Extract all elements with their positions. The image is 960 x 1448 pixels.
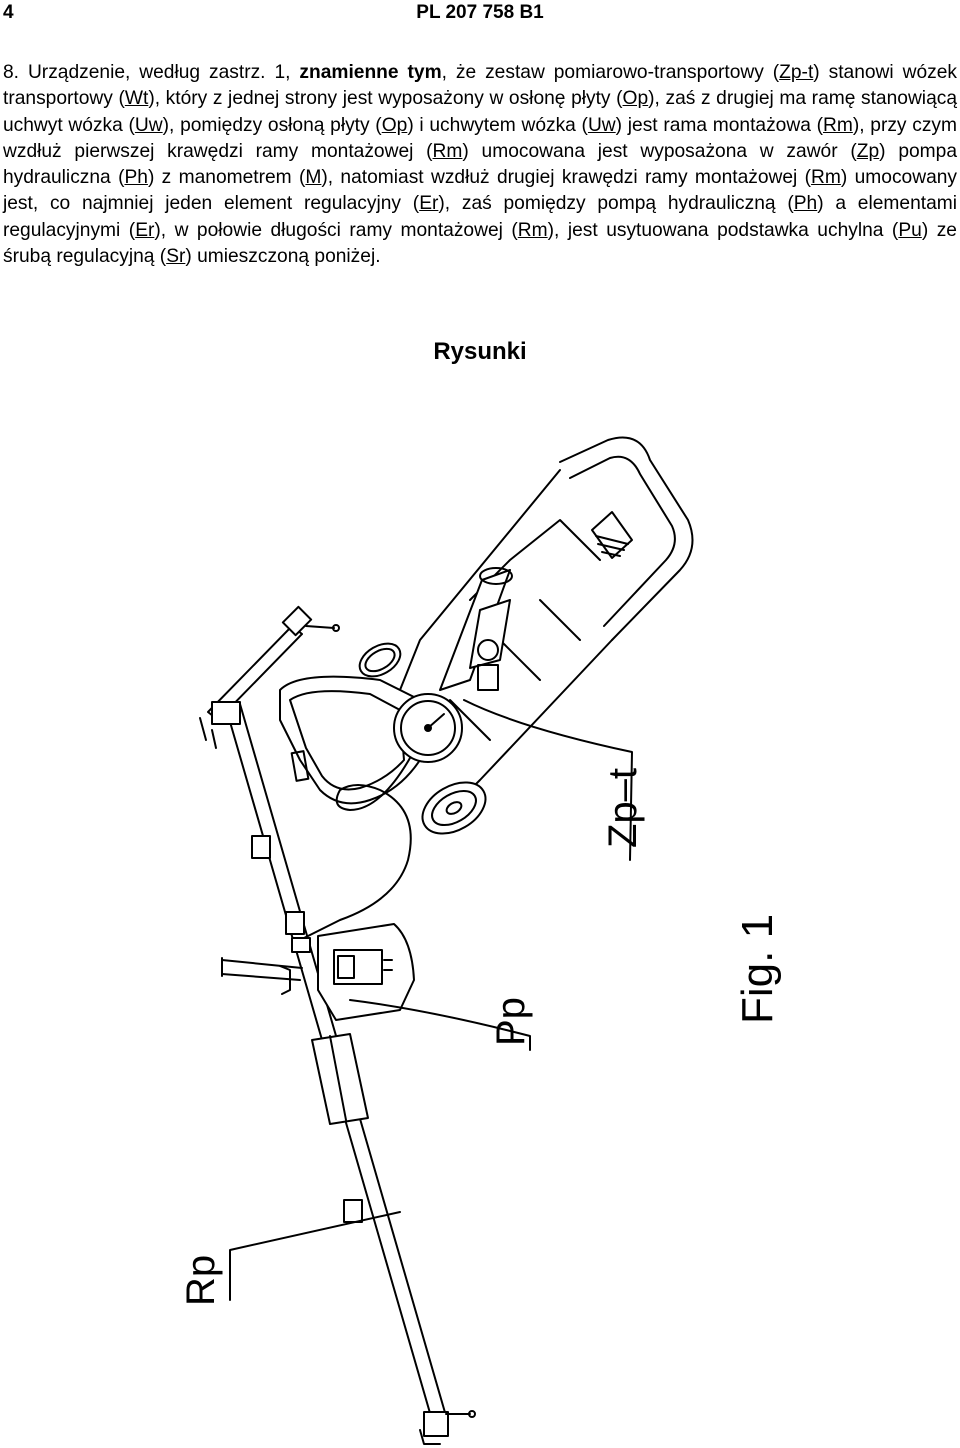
wheel-top <box>358 642 402 678</box>
claim-text: ), zaś pomiędzy pompą hydrauliczną ( <box>438 193 794 215</box>
manometer <box>393 693 463 763</box>
ref-pu: Pu <box>898 219 922 241</box>
claim-text: , że zestaw pomiarowo-transportowy ( <box>441 62 780 83</box>
ref-er: Er <box>135 219 155 241</box>
claim-text: ) stanowi wózek transportowy ( <box>3 62 957 110</box>
label-fig-1: Fig. 1 <box>733 914 782 1024</box>
ref-rm: Rm <box>517 219 548 241</box>
ref-ph: Ph <box>793 193 818 215</box>
ref-ph: Ph <box>124 167 148 189</box>
wheel-bottom <box>421 781 487 835</box>
claim-text: ) jest rama montażowa ( <box>615 114 823 136</box>
claim-text: ), natomiast wzdłuż drugiej krawędzi ram… <box>321 167 812 189</box>
claim-text: ) ze śrubą regulacyjną ( <box>3 219 957 268</box>
page-number: 4 <box>3 2 14 23</box>
ref-rm: Rm <box>432 140 463 162</box>
ref-sr: Sr <box>166 246 186 268</box>
rail-end <box>419 1410 476 1445</box>
top-arm <box>199 605 340 749</box>
plate-cover <box>279 675 421 805</box>
patent-number: PL 207 758 B1 <box>416 2 544 23</box>
pump-cylinder <box>439 567 513 691</box>
ref-rm: Rm <box>823 114 853 136</box>
ref-uw: Uw <box>587 114 616 136</box>
claim-number: 8. <box>3 62 20 83</box>
claim-text: ), w połowie długości ramy montażowej ( <box>154 219 518 241</box>
claim-keyword: znamienne tym <box>299 62 442 83</box>
tilting-stand <box>311 1033 369 1125</box>
claim-text: ), który z jednej strony jest wyposażony… <box>148 88 623 110</box>
claim-text: ) pompa hydrauliczna ( <box>3 140 957 189</box>
rail-clamps <box>251 835 449 1437</box>
claim-text: ) umieszczoną poniżej. <box>185 246 381 268</box>
page-header: 4 PL 207 758 B1 <box>0 0 960 30</box>
label-pp: Pp <box>489 997 533 1046</box>
claim-text: ), jest usytuowana podstawka uchylna ( <box>547 219 899 241</box>
claim-text: ) umocowany jest, co najmniej jeden elem… <box>3 167 958 215</box>
ref-op: Op <box>622 88 649 110</box>
pump-base <box>317 923 415 1021</box>
ref-uw: Uw <box>134 114 163 136</box>
claim-text: ) a elementami regulacyjnymi ( <box>3 193 957 241</box>
claim-text: ) z manometrem ( <box>147 167 306 189</box>
ref-wt: Wt <box>124 88 149 110</box>
ref-zpt: Zp-t <box>779 62 814 83</box>
jack-rod <box>221 957 303 995</box>
claim-text: ) umocowana jest wyposażona w zawór ( <box>462 140 857 162</box>
leader-lines <box>229 699 633 1301</box>
ref-rm: Rm <box>811 167 841 189</box>
handle-grip <box>591 511 633 559</box>
claim-text: ), przy czym wzdłuż pierwszej krawędzi r… <box>3 114 957 162</box>
claim-text: ) i uchwytem wózka ( <box>407 114 588 136</box>
claim-paragraph: 8. Urządzenie, według zastrz. 1, znamien… <box>3 60 957 270</box>
ref-m: M <box>305 167 322 189</box>
valve-screw <box>477 639 499 691</box>
claim-text: ), pomiędzy osłoną płyty ( <box>162 114 382 136</box>
ref-zp: Zp <box>856 140 880 162</box>
claim-text: ), zaś z drugiej ma ramę stanowiącą uchw… <box>3 88 958 136</box>
cart-handle <box>559 436 694 641</box>
ref-er: Er <box>419 193 439 215</box>
ref-op: Op <box>381 114 408 136</box>
drawings-title: Rysunki <box>433 338 527 365</box>
claim-text: Urządzenie, według zastrz. 1, <box>19 62 300 83</box>
label-rp: Rp <box>179 1255 223 1306</box>
hose <box>299 757 412 941</box>
label-zp-t: Zp–t <box>601 768 645 848</box>
